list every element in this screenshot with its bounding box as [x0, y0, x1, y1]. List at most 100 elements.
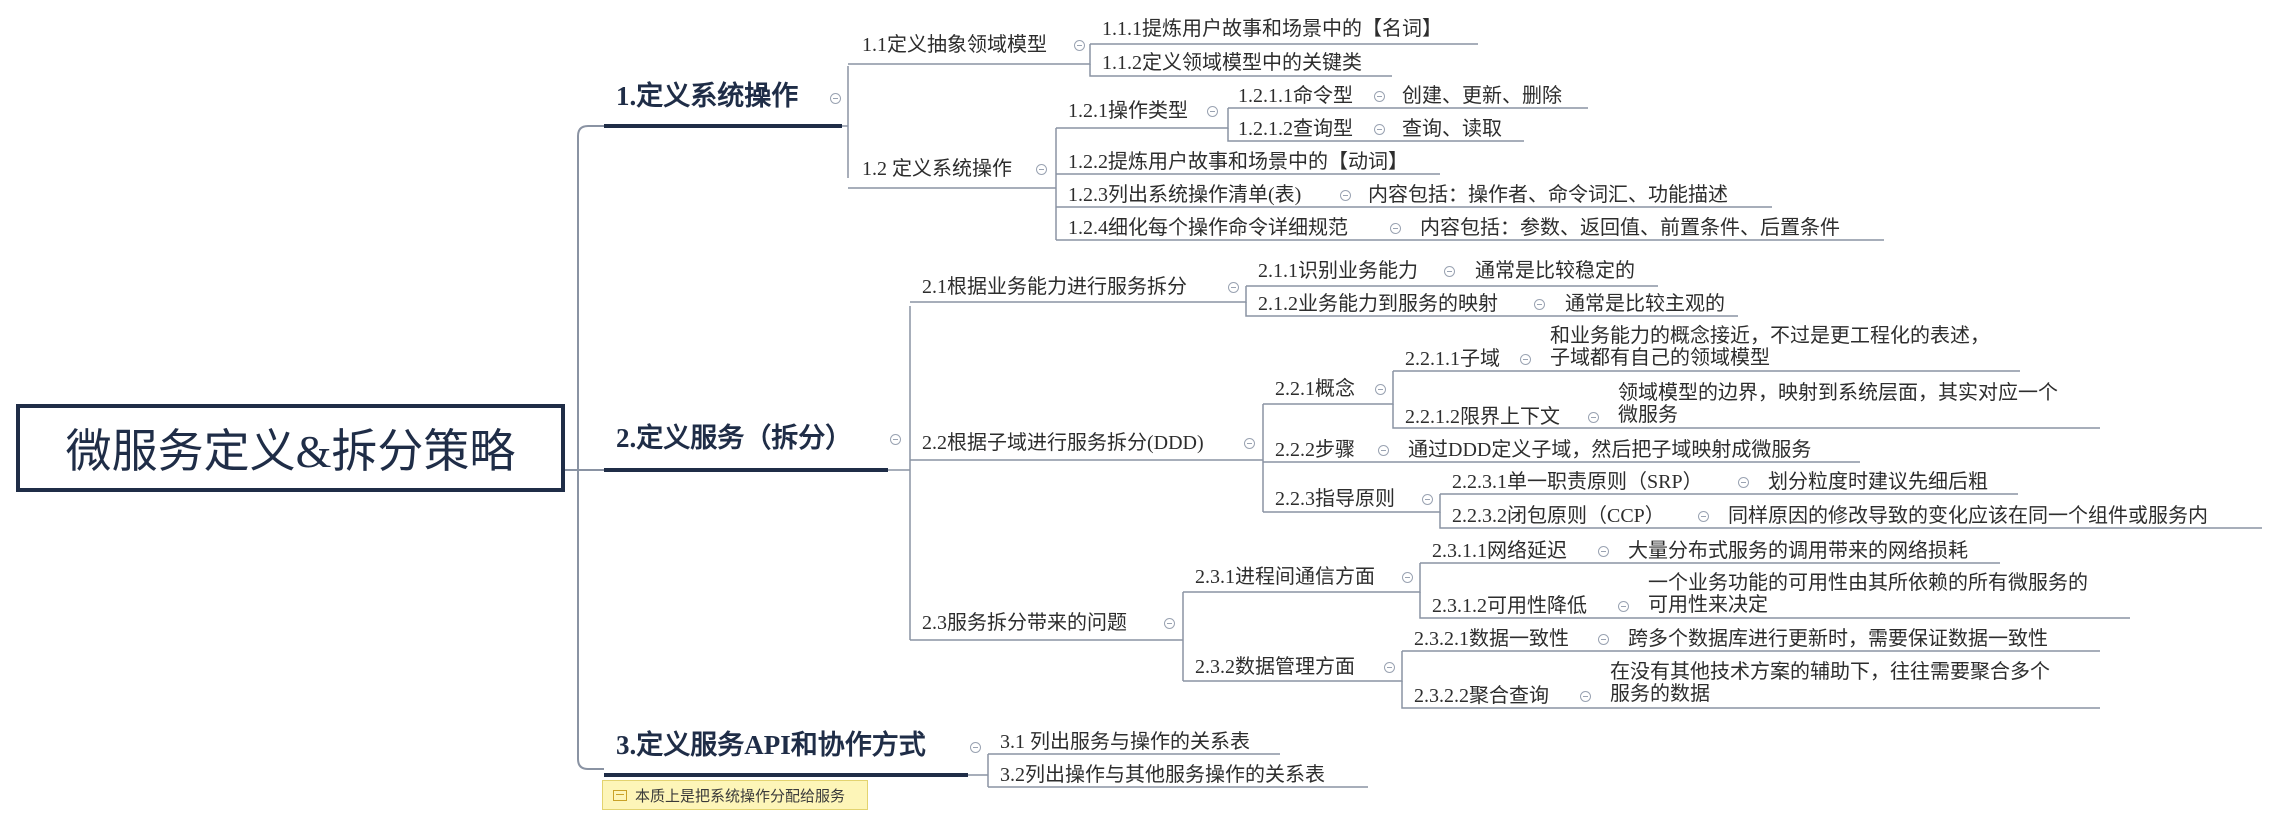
note-2-2-3-1: 划分粒度时建议先细后粗	[1768, 471, 1988, 493]
collapse-icon-1-2[interactable]	[1036, 164, 1047, 175]
ul-1-2-1-2	[1227, 128, 1524, 142]
node-1-2-1[interactable]: 1.2.1操作类型	[1068, 100, 1188, 122]
note-1-2-1-2: 查询、读取	[1402, 118, 1502, 140]
node-define-system-operations[interactable]: 1.定义系统操作	[616, 81, 799, 111]
node-2-2-3-1[interactable]: 2.2.3.1单一职责原则（SRP）	[1452, 471, 1703, 493]
collapse-icon-2-3-1[interactable]	[1402, 572, 1413, 583]
collapse-icon-2-3-1-1[interactable]	[1598, 546, 1609, 557]
root-node-title: 微服务定义&拆分策略	[65, 426, 516, 477]
note-2-1-2: 通常是比较主观的	[1565, 293, 1725, 315]
collapse-icon-2-2-1[interactable]	[1375, 384, 1386, 395]
collapse-icon-2-2-3[interactable]	[1422, 494, 1433, 505]
node-1-1[interactable]: 1.1定义抽象领域模型	[862, 34, 1047, 56]
node-1-2-1-2[interactable]: 1.2.1.2查询型	[1238, 118, 1353, 140]
node-2-3-1[interactable]: 2.3.1进程间通信方面	[1195, 566, 1375, 588]
note-2-2-1-2-line2: 微服务	[1618, 404, 1678, 426]
collapse-icon-2-1-1[interactable]	[1444, 266, 1455, 277]
c-2-2-1	[1390, 371, 1394, 405]
collapse-icon-2-3-2-1[interactable]	[1598, 634, 1609, 645]
c-2-2-3	[1438, 494, 1441, 513]
node-2-1-1[interactable]: 2.1.1识别业务能力	[1258, 260, 1418, 282]
note-1-2-1-1: 创建、更新、删除	[1402, 85, 1562, 107]
ul-2-2-3-2	[1439, 512, 2262, 529]
node-2-3-2-1[interactable]: 2.3.2.1数据一致性	[1414, 628, 1569, 650]
note-2-3-2-2-line2: 服务的数据	[1610, 683, 1710, 705]
note-icon	[613, 789, 627, 801]
note-2-2-1-1-line1: 和业务能力的概念接近，不过是更工程化的表述，	[1550, 325, 1990, 347]
collapse-icon-2-3-2-2[interactable]	[1580, 691, 1591, 702]
collapse-icon-3[interactable]	[970, 742, 981, 753]
ul-2-3-1-2	[1419, 592, 2130, 619]
collapse-icon-2-3-2[interactable]	[1384, 662, 1395, 673]
node-2-2-3[interactable]: 2.2.3指导原则	[1275, 488, 1395, 510]
ul-2-3-2-2	[1401, 681, 2100, 709]
node-1-2-2[interactable]: 1.2.2提炼用户故事和场景中的【动词】	[1068, 151, 1408, 173]
collapse-icon-1-2-1[interactable]	[1207, 106, 1218, 117]
c-2-1	[1240, 286, 1247, 303]
collapse-icon-2-2-2[interactable]	[1378, 445, 1389, 456]
node-2-3-1-2[interactable]: 2.3.1.2可用性降低	[1432, 595, 1587, 617]
memo-text: 本质上是把系统操作分配给服务	[635, 787, 846, 805]
node-2-3-2[interactable]: 2.3.2数据管理方面	[1195, 656, 1355, 678]
node-1-2[interactable]: 1.2 定义系统操作	[862, 158, 1012, 180]
collapse-icon-2-2-3-1[interactable]	[1738, 477, 1749, 488]
c-1-2-1	[1222, 108, 1229, 129]
node-2-2-1-1[interactable]: 2.2.1.1子域	[1405, 348, 1500, 370]
collapse-icon-2-1-2[interactable]	[1534, 299, 1545, 310]
node-define-services[interactable]: 2.定义服务（拆分）	[616, 423, 853, 453]
node-2-1[interactable]: 2.1根据业务能力进行服务拆分	[922, 276, 1187, 298]
node-1-1-2[interactable]: 1.1.2定义领域模型中的关键类	[1102, 52, 1362, 74]
node-2-2-3-2[interactable]: 2.2.3.2闭包原则（CCP）	[1452, 505, 1665, 527]
node-3-1[interactable]: 3.1 列出服务与操作的关系表	[1000, 731, 1250, 753]
connector-root-trunk	[577, 136, 604, 770]
memo-note[interactable]: 本质上是把系统操作分配给服务	[602, 780, 868, 810]
collapse-icon-2-3[interactable]	[1164, 618, 1175, 629]
node-1-2-4[interactable]: 1.2.4细化每个操作命令详细规范	[1068, 217, 1348, 239]
collapse-icon-2[interactable]	[890, 434, 901, 445]
note-2-2-3-2: 同样原因的修改导致的变化应该在同一个组件或服务内	[1728, 505, 2208, 527]
node-2-1-2[interactable]: 2.1.2业务能力到服务的映射	[1258, 293, 1498, 315]
collapse-icon-2-2[interactable]	[1244, 438, 1255, 449]
connector-root-b1	[577, 125, 604, 137]
note-1-2-3: 内容包括：操作者、命令词汇、功能描述	[1368, 184, 1728, 206]
node-define-service-api[interactable]: 3.定义服务API和协作方式	[616, 730, 926, 760]
node-2-2-1-2[interactable]: 2.2.1.2限界上下文	[1405, 406, 1560, 428]
node-2-2[interactable]: 2.2根据子域进行服务拆分(DDD)	[922, 432, 1204, 454]
collapse-icon-1-1[interactable]	[1074, 40, 1085, 51]
collapse-icon-1-2-1-1[interactable]	[1374, 91, 1385, 102]
note-2-2-1-2-line1: 领域模型的边界，映射到系统层面，其实对应一个	[1618, 382, 2058, 404]
collapse-icon-2-1[interactable]	[1228, 282, 1239, 293]
c-2-3-1	[1416, 563, 1421, 593]
note-2-3-2-1: 跨多个数据库进行更新时，需要保证数据一致性	[1628, 628, 2048, 650]
node-1-2-3[interactable]: 1.2.3列出系统操作清单(表)	[1068, 184, 1302, 206]
node-3-2[interactable]: 3.2列出操作与其他服务操作的关系表	[1000, 764, 1325, 786]
collapse-icon-2-2-3-2[interactable]	[1698, 511, 1709, 522]
node-1-2-1-1[interactable]: 1.2.1.1命令型	[1238, 85, 1353, 107]
node-2-3-2-2[interactable]: 2.3.2.2聚合查询	[1414, 685, 1549, 707]
ul-2-1-2	[1245, 302, 1738, 317]
collapse-icon-1[interactable]	[830, 93, 841, 104]
c-2-3-2	[1398, 651, 1403, 682]
ul-1-1-2	[1089, 64, 1392, 77]
node-2-3-1-1[interactable]: 2.3.1.1网络延迟	[1432, 540, 1567, 562]
collapse-icon-1-2-4[interactable]	[1390, 223, 1401, 234]
note-2-2-2: 通过DDD定义子域，然后把子域映射成微服务	[1408, 439, 1812, 461]
collapse-icon-2-2-1-1[interactable]	[1520, 354, 1531, 365]
root-node-box[interactable]	[16, 404, 565, 492]
collapse-icon-1-2-1-2[interactable]	[1374, 124, 1385, 135]
note-2-3-1-1: 大量分布式服务的调用带来的网络损耗	[1628, 540, 1968, 562]
note-2-2-1-1-line2: 子域都有自己的领域模型	[1550, 347, 1770, 369]
collapse-icon-2-2-1-2[interactable]	[1588, 412, 1599, 423]
node-2-3[interactable]: 2.3服务拆分带来的问题	[922, 612, 1127, 634]
collapse-icon-2-3-1-2[interactable]	[1618, 601, 1629, 612]
collapse-icon-1-2-3[interactable]	[1340, 190, 1351, 201]
node-2-2-1[interactable]: 2.2.1概念	[1275, 378, 1355, 400]
node-2-2-2[interactable]: 2.2.2步骤	[1275, 439, 1355, 461]
note-2-3-2-2-line1: 在没有其他技术方案的辅助下，往往需要聚合多个	[1610, 661, 2050, 683]
node-1-1-1[interactable]: 1.1.1提炼用户故事和场景中的【名词】	[1102, 18, 1442, 40]
note-2-3-1-2-line2: 可用性来决定	[1648, 594, 1768, 616]
note-2-3-1-2-line1: 一个业务功能的可用性由其所依赖的所有微服务的	[1648, 572, 2088, 594]
ul-2-2-1-2	[1392, 404, 2100, 429]
